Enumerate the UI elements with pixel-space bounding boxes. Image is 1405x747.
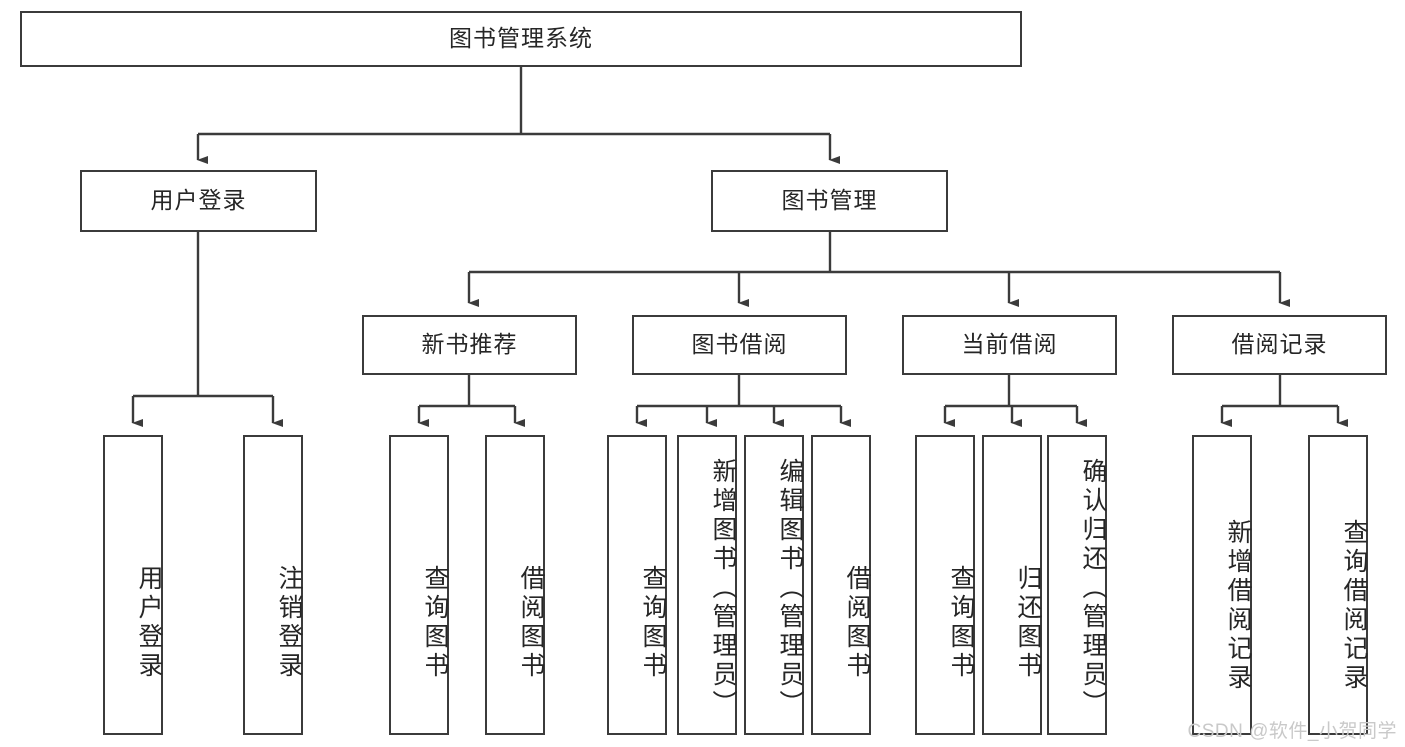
- node-leaf-logout-login[interactable]: 注销登录: [243, 435, 303, 735]
- node-leaf-borrow-book-2-label: 借阅图书: [843, 564, 871, 681]
- node-current-borrow[interactable]: 当前借阅: [902, 315, 1117, 375]
- node-book-borrow[interactable]: 图书借阅: [632, 315, 847, 375]
- node-leaf-query-record-label: 查询借阅记录: [1340, 519, 1368, 693]
- node-book-manage[interactable]: 图书管理: [711, 170, 948, 232]
- node-book-borrow-label: 图书借阅: [691, 331, 788, 358]
- node-leaf-edit-book-label: 编辑图书（管理员）: [776, 457, 804, 719]
- node-leaf-borrow-book-2[interactable]: 借阅图书: [811, 435, 871, 735]
- node-leaf-add-book[interactable]: 新增图书（管理员）: [677, 435, 737, 735]
- node-leaf-return-book-label: 归还图书: [1014, 564, 1042, 681]
- node-borrow-record-label: 借阅记录: [1231, 331, 1328, 358]
- node-leaf-query-record[interactable]: 查询借阅记录: [1308, 435, 1368, 735]
- node-book-manage-label: 图书管理: [781, 187, 878, 214]
- node-leaf-query-book-2[interactable]: 查询图书: [607, 435, 667, 735]
- node-leaf-query-book-1-label: 查询图书: [421, 564, 449, 681]
- node-leaf-add-record-label: 新增借阅记录: [1224, 519, 1252, 693]
- node-leaf-user-login-label: 用户登录: [135, 564, 163, 681]
- node-user-login-label: 用户登录: [150, 187, 247, 214]
- node-borrow-record[interactable]: 借阅记录: [1172, 315, 1387, 375]
- node-new-book-recommend[interactable]: 新书推荐: [362, 315, 577, 375]
- node-current-borrow-label: 当前借阅: [961, 331, 1058, 358]
- node-leaf-user-login[interactable]: 用户登录: [103, 435, 163, 735]
- node-leaf-query-book-2-label: 查询图书: [639, 564, 667, 681]
- csdn-watermark: CSDN @软件_小贺同学: [1187, 721, 1397, 742]
- node-leaf-add-book-label: 新增图书（管理员）: [709, 457, 737, 719]
- node-leaf-query-book-3-label: 查询图书: [947, 564, 975, 681]
- node-new-book-recommend-label: 新书推荐: [421, 331, 518, 358]
- node-leaf-edit-book[interactable]: 编辑图书（管理员）: [744, 435, 804, 735]
- node-leaf-logout-login-label: 注销登录: [275, 564, 303, 681]
- node-user-login[interactable]: 用户登录: [80, 170, 317, 232]
- node-leaf-query-book-1[interactable]: 查询图书: [389, 435, 449, 735]
- node-leaf-confirm-return-label: 确认归还（管理员）: [1079, 457, 1107, 719]
- node-leaf-confirm-return[interactable]: 确认归还（管理员）: [1047, 435, 1107, 735]
- node-leaf-query-book-3[interactable]: 查询图书: [915, 435, 975, 735]
- node-leaf-return-book[interactable]: 归还图书: [982, 435, 1042, 735]
- node-leaf-add-record[interactable]: 新增借阅记录: [1192, 435, 1252, 735]
- node-root-system[interactable]: 图书管理系统: [20, 11, 1022, 67]
- node-leaf-borrow-book-1-label: 借阅图书: [517, 564, 545, 681]
- node-root-system-label: 图书管理系统: [449, 25, 593, 52]
- node-leaf-borrow-book-1[interactable]: 借阅图书: [485, 435, 545, 735]
